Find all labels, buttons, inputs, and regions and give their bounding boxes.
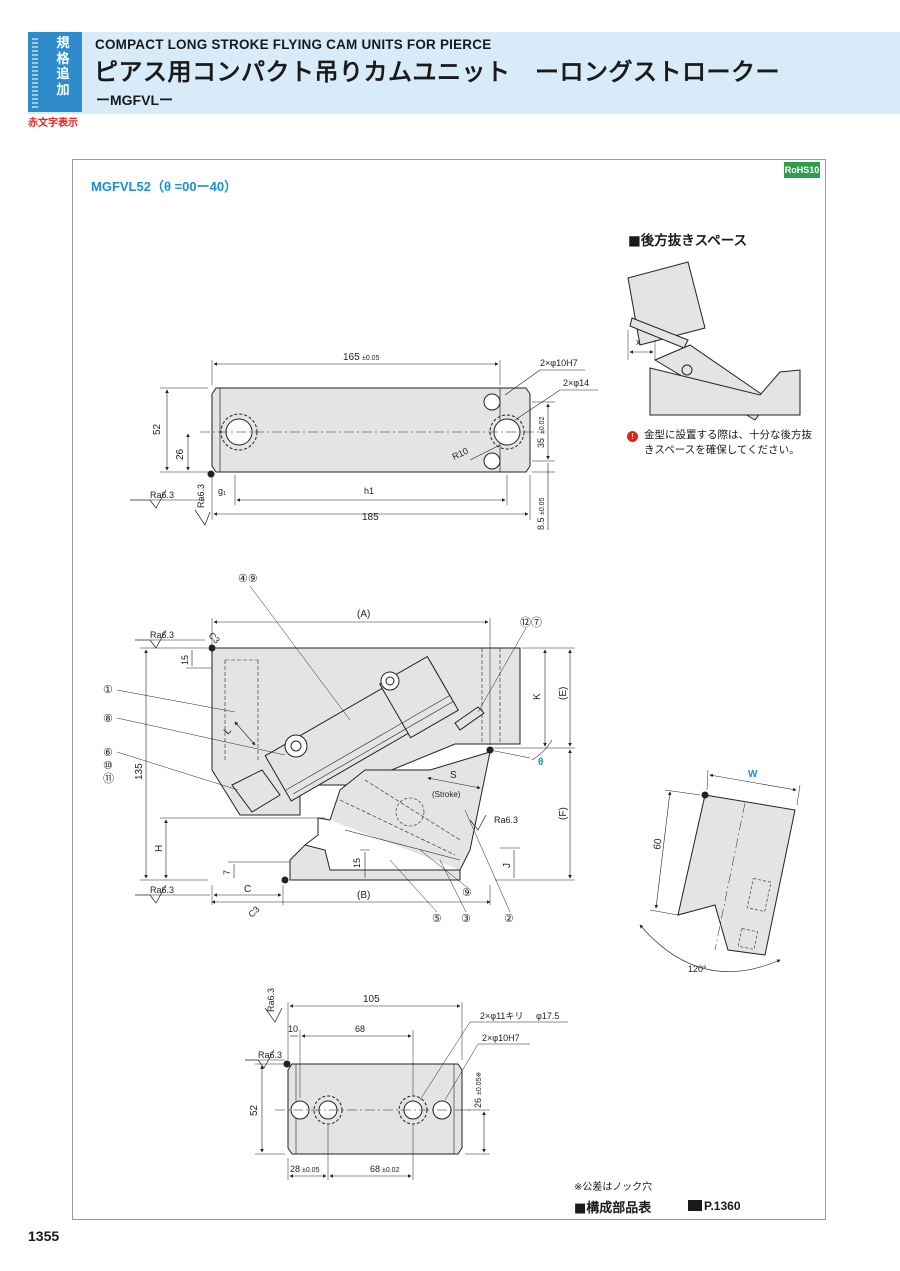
- svg-text:15: 15: [352, 858, 362, 868]
- model-code: ーMGFVLー: [96, 92, 173, 108]
- svg-text:Ra6.3: Ra6.3: [150, 490, 174, 500]
- svg-text:②: ②: [504, 913, 514, 925]
- svg-text:C: C: [244, 884, 251, 895]
- svg-text:2×φ11キリ: 2×φ11キリ: [480, 1011, 523, 1021]
- rear-space-diagram: [627, 261, 801, 421]
- svg-text:35: 35: [536, 438, 546, 448]
- title-english: COMPACT LONG STROKE FLYING CAM UNITS FOR…: [95, 37, 492, 52]
- svg-text:K: K: [532, 693, 543, 700]
- svg-text:θ: θ: [538, 757, 543, 768]
- svg-text:h1: h1: [364, 486, 374, 496]
- caution-icon: !: [627, 431, 638, 442]
- svg-text:Ra6.3: Ra6.3: [150, 630, 174, 640]
- svg-text:⑤: ⑤: [432, 913, 442, 925]
- svg-text:2×φ14: 2×φ14: [563, 378, 589, 388]
- svg-text:φ17.5: φ17.5: [536, 1011, 559, 1021]
- svg-text:60: 60: [652, 837, 665, 850]
- svg-text:⑨: ⑨: [462, 887, 472, 899]
- svg-text:(F): (F): [558, 807, 569, 820]
- spec-tag-caption: 赤文字表示: [28, 118, 78, 129]
- bottom-view-labels: 105 10 68 2×φ11キリ φ17.5 2×φ10H7 52 26 ±0…: [249, 988, 559, 1174]
- svg-text:8.5: 8.5: [536, 517, 546, 530]
- svg-text:Ra6.3: Ra6.3: [196, 484, 206, 508]
- page-reference-label: P.1360: [704, 1199, 741, 1213]
- svg-text:④⑨: ④⑨: [238, 573, 258, 585]
- svg-text:③: ③: [461, 913, 471, 925]
- top-view: [130, 360, 598, 530]
- svg-text:2×φ10H7: 2×φ10H7: [482, 1033, 520, 1043]
- svg-text:J: J: [502, 863, 513, 868]
- svg-text:±0.05: ±0.05: [302, 1167, 320, 1174]
- svg-text:105: 105: [363, 994, 380, 1005]
- svg-text:68: 68: [370, 1164, 380, 1174]
- svg-text:Ra6.3: Ra6.3: [494, 815, 518, 825]
- svg-text:Ra6.3: Ra6.3: [266, 988, 276, 1012]
- page-reference-link[interactable]: P.1360: [688, 1199, 741, 1213]
- header-band: [28, 32, 900, 114]
- svg-text:①: ①: [103, 684, 113, 696]
- page-ref-icon: [688, 1200, 702, 1211]
- svg-text:(Stroke): (Stroke): [432, 790, 461, 799]
- rear-space-title: ■後方抜きスペース: [628, 233, 748, 249]
- svg-text:±0.02: ±0.02: [382, 1167, 400, 1174]
- svg-text:28: 28: [290, 1164, 300, 1174]
- svg-text:C3: C3: [246, 904, 261, 919]
- section-title: MGFVL52（θ =00ー40）: [91, 179, 238, 194]
- svg-text:⑪: ⑪: [103, 772, 114, 785]
- svg-text:H: H: [154, 845, 165, 852]
- svg-text:(A): (A): [357, 609, 370, 620]
- svg-text:185: 185: [362, 512, 379, 523]
- svg-text:165: 165: [343, 352, 360, 363]
- svg-text:C3: C3: [207, 630, 222, 645]
- svg-text:26: 26: [175, 448, 186, 460]
- svg-text:S: S: [450, 770, 457, 781]
- svg-text:⑩: ⑩: [103, 760, 113, 772]
- svg-text:Ra6.3: Ra6.3: [258, 1050, 282, 1060]
- tolerance-note: ※公差はノック穴: [574, 1182, 653, 1193]
- svg-text:±0.05: ±0.05: [362, 355, 380, 362]
- svg-text:2×φ10H7: 2×φ10H7: [540, 358, 578, 368]
- svg-text:52: 52: [249, 1104, 260, 1116]
- svg-text:±0.05: ±0.05: [539, 497, 546, 515]
- svg-text:15: 15: [180, 655, 190, 665]
- svg-text:W: W: [748, 769, 758, 780]
- svg-text:±0.05※: ±0.05※: [476, 1072, 483, 1095]
- svg-text:10: 10: [288, 1024, 298, 1034]
- svg-text:(E): (E): [558, 687, 569, 700]
- svg-text:L: L: [222, 725, 234, 737]
- parts-table-heading: ■構成部品表: [574, 1201, 652, 1216]
- drawing-frame: [72, 159, 826, 1220]
- page-number: 1355: [28, 1228, 60, 1244]
- end-view: [639, 769, 801, 972]
- title-japanese: ピアス用コンパクト吊りカムユニット ーロングストロークー: [94, 58, 780, 86]
- rear-space-note: 金型に設置する際は、十分な後方抜きスペースを確保してください。: [644, 429, 812, 456]
- rohs-badge: RoHS10: [784, 162, 820, 178]
- svg-text:⑧: ⑧: [103, 713, 113, 725]
- svg-text:7: 7: [222, 870, 232, 875]
- svg-text:135: 135: [134, 763, 145, 780]
- rear-space-x-label: x: [636, 337, 641, 347]
- svg-text:(B): (B): [357, 890, 370, 901]
- end-view-labels: W 60 120°: [652, 769, 758, 974]
- svg-text:⑫⑦: ⑫⑦: [520, 616, 542, 629]
- svg-text:68: 68: [355, 1024, 365, 1034]
- svg-text:120°: 120°: [688, 964, 707, 974]
- spec-tag-stripes: [32, 36, 38, 108]
- svg-text:Ra6.3: Ra6.3: [150, 885, 174, 895]
- svg-text:26: 26: [473, 1098, 483, 1108]
- side-view: [116, 585, 575, 913]
- side-view-labels: (A) (B) (E) (F) K L H C J S (Stroke) θ 1…: [103, 573, 569, 925]
- svg-text:g₁: g₁: [218, 486, 226, 496]
- spec-tag-text: 規 格 追 加: [56, 36, 70, 98]
- svg-text:52: 52: [152, 423, 163, 435]
- top-view-labels: 165 ±0.05 52 26 2×φ10H7 2×φ14 R10 35 ±0.…: [150, 352, 589, 530]
- svg-text:⑥: ⑥: [103, 747, 113, 759]
- bottom-view: [245, 1002, 568, 1180]
- svg-text:±0.02: ±0.02: [539, 416, 546, 434]
